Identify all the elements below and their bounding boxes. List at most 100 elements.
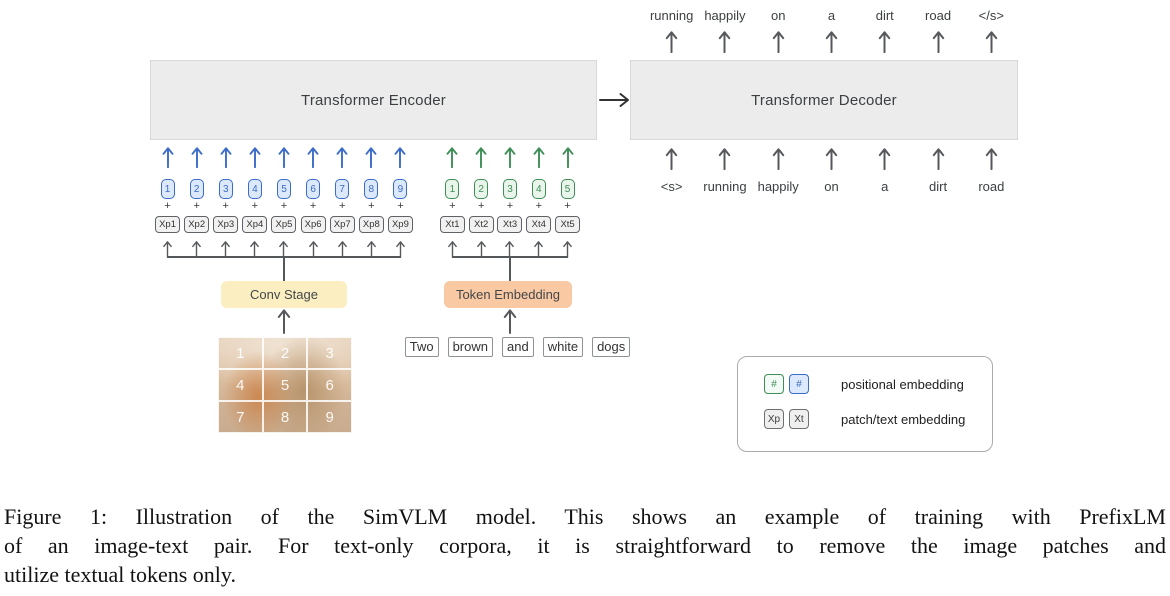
up-arrow-cell [645,146,698,170]
patch-embedding-box: Xp6 [300,216,326,233]
up-arrow-icon [665,30,678,53]
plus-sign: + [338,199,346,212]
up-arrow-cell [858,146,911,170]
text-column: 1+Xt1 [438,146,467,258]
up-arrow-icon [718,147,731,170]
image-patch-cell: 3 [307,337,352,369]
image-patch-cell: 1 [218,337,263,369]
patch-merge-connector [283,256,285,282]
plus-sign: + [368,199,375,212]
plus-sign: + [222,199,229,212]
caption-line: utilize textual tokens only. [4,562,236,587]
up-arrow-icon [932,30,945,53]
patch-column: 9+Xp9 [386,146,415,258]
text-column: 3+Xt3 [496,146,525,258]
image-patch-cell: 8 [262,401,308,433]
text-column: 2+Xt2 [467,146,496,258]
decoder-input-token-cell: on [805,178,858,194]
patch-column: 8+Xp8 [357,146,386,258]
up-arrow-icon [932,147,945,170]
up-arrow-cell [805,29,858,53]
patch-embedding-box: Xp1 [155,216,181,233]
up-arrow-icon [308,240,319,258]
up-arrow-icon [394,146,406,168]
decoder-input-token-cell: dirt [911,178,964,194]
position-embedding-box: 9 [393,179,408,199]
up-arrow-cell [805,146,858,170]
up-arrow-cell [752,146,805,170]
decoder-input-token: dirt [929,178,948,194]
position-embedding-box: 4 [531,179,546,199]
up-arrow-icon [277,308,291,334]
patch-embedding-box: Xp2 [184,216,210,233]
up-arrow-icon [475,146,487,168]
plus-sign: + [506,199,514,212]
positional-embedding-blue-swatch: # [789,374,809,394]
up-arrow-icon [220,240,231,258]
decoder-output-token-cell: happily [698,7,751,23]
decoder-input-token-cell: a [858,178,911,194]
decoder-output-token-cell: running [645,7,698,23]
decoder-input-token: a [881,178,889,194]
plus-sign: + [477,199,485,212]
image-patch-cell: 4 [218,369,263,401]
position-embedding-box: 2 [474,179,489,199]
up-arrow-icon [336,146,348,168]
decoder-input-token-cell: running [698,178,751,194]
position-embedding-box: 3 [502,179,517,199]
up-arrow-icon [562,240,573,258]
decoder-input-token: happily [757,178,799,194]
decoder-output-token-cell: on [752,7,805,23]
up-arrow-cell [965,29,1018,53]
plus-sign: + [164,199,171,212]
text-merge-connector [509,256,511,282]
patch-column: 3+Xp3 [211,146,240,258]
decoder-output-token: </s> [978,7,1004,23]
up-arrow-icon [504,146,516,168]
patch-column: 2+Xp2 [182,146,211,258]
word-token: brown [447,337,493,357]
up-arrow-icon [562,146,574,168]
up-arrow-icon [220,146,232,168]
decoder-output-arrow-row [645,29,1018,53]
up-arrow-icon [191,240,202,258]
decoder-output-token: running [649,7,694,23]
conv-stage-box: Conv Stage [221,281,347,308]
position-embedding-box: 6 [306,179,321,199]
position-embedding-box: 1 [160,179,175,199]
image-patch-cell: 5 [262,369,308,401]
patch-column: 4+Xp4 [240,146,269,258]
decoder-output-token-cell: road [911,7,964,23]
up-arrow-icon [337,240,348,258]
text-embedding-box: Xt1 [439,216,465,233]
up-arrow-icon [825,30,838,53]
image-patch-cell: 9 [307,401,352,433]
patch-embedding-swatch: Xp [764,409,784,429]
figure-caption: Figure 1: Illustration of the SimVLM mod… [0,502,1170,589]
up-arrow-cell [965,146,1018,170]
position-embedding-box: 4 [247,179,262,199]
patch-column: 1+ Xp1 [153,146,182,258]
up-arrow-icon [366,240,377,258]
plus-sign: + [251,199,259,212]
transformer-encoder-box: Transformer Encoder [150,60,597,140]
patch-text-embedding-label: patch/text embedding [841,411,966,427]
up-arrow-cell [911,146,964,170]
decoder-output-token: a [827,7,836,23]
up-arrow-icon [772,30,785,53]
word-token: Two [404,337,439,357]
token-embedding-label: Token Embedding [455,287,561,302]
position-embedding-box: 5 [560,179,575,199]
patch-column: 6+Xp6 [299,146,328,258]
image-patch-cell: 2 [262,337,308,369]
text-embedding-box: Xt5 [555,216,581,233]
decoder-input-token-cell: happily [752,178,805,194]
up-arrow-icon [533,146,545,168]
encoder-label: Transformer Encoder [301,91,446,109]
decoder-output-token: dirt [875,7,894,23]
up-arrow-icon [504,240,515,258]
position-embedding-box: 3 [218,179,233,199]
decoder-output-token-cell: a [805,7,858,23]
word-token: and [502,337,534,357]
decoder-output-token: happily [704,7,746,23]
